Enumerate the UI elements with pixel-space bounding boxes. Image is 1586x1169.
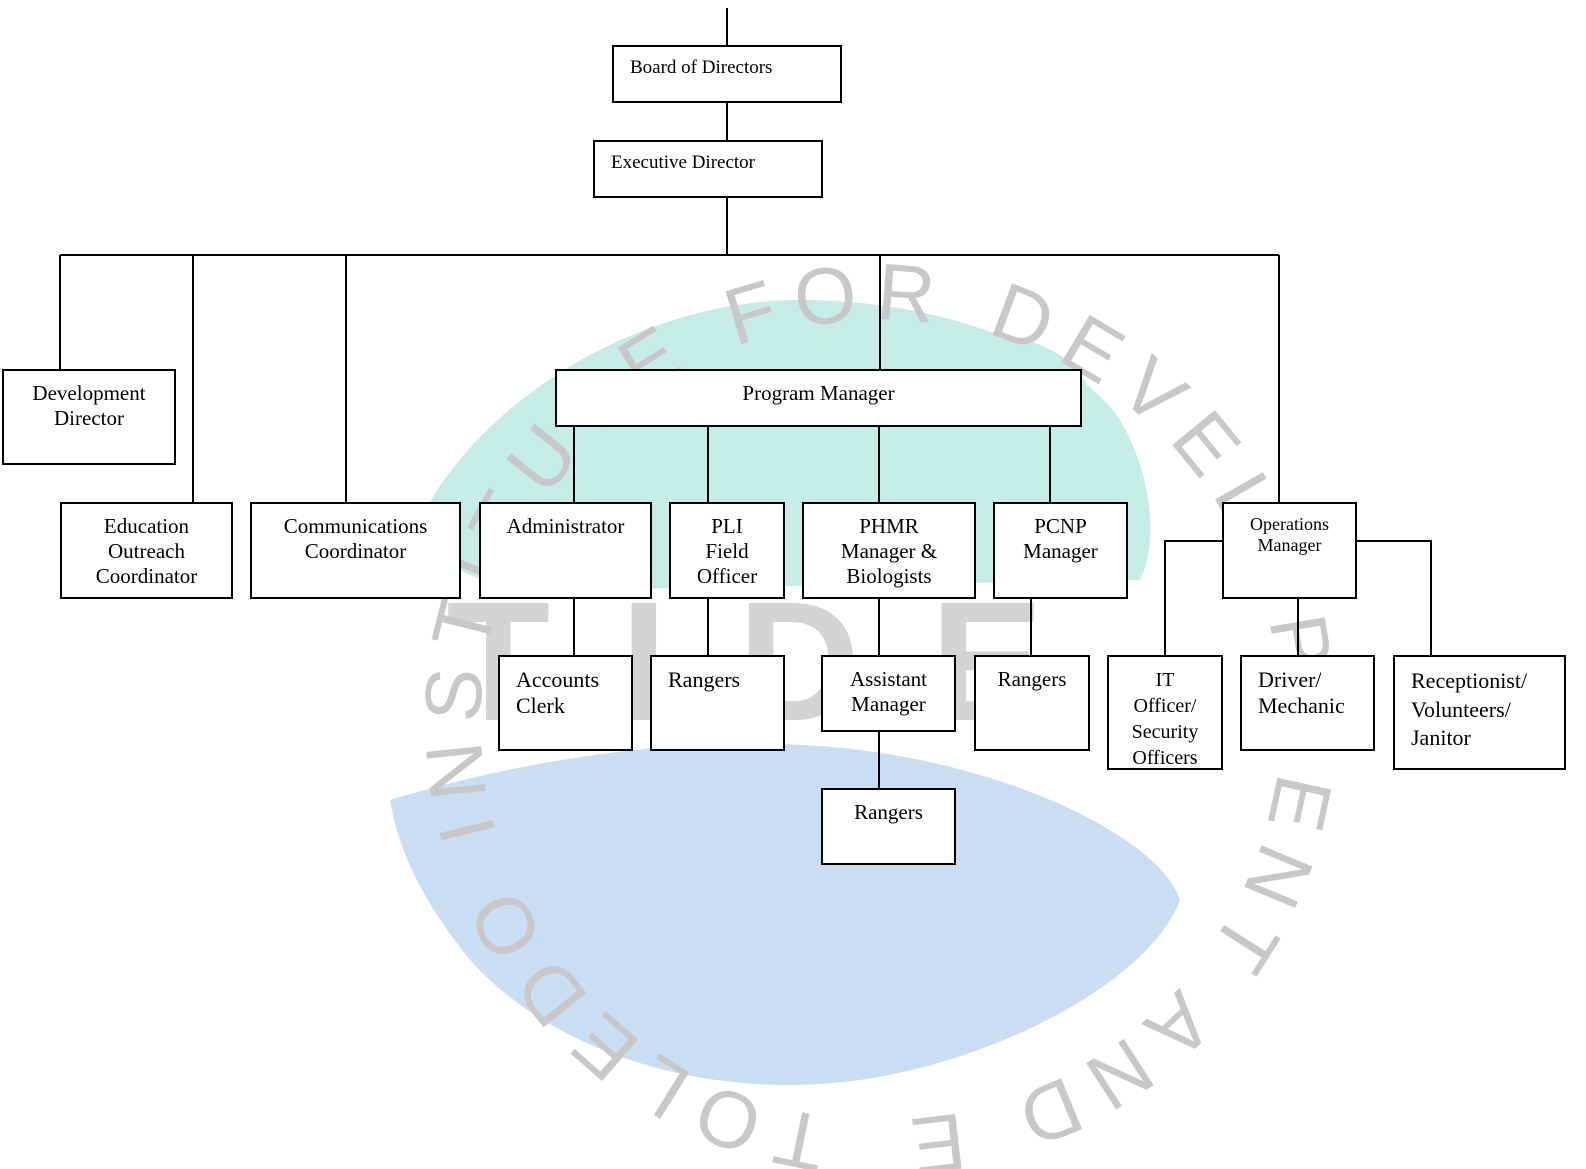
node-label: Development Director <box>32 381 146 430</box>
node-rangers-pcnp: Rangers <box>974 655 1090 751</box>
node-label: Board of Directors <box>630 57 773 78</box>
node-operations-manager: Operations Manager <box>1222 502 1357 599</box>
node-pcnp-manager: PCNP Manager <box>993 502 1128 599</box>
node-label: Education Outreach Coordinator <box>95 514 198 588</box>
connector <box>1355 540 1432 655</box>
connector <box>1164 540 1222 655</box>
node-label: Communications Coordinator <box>283 514 428 563</box>
node-phmr-manager: PHMR Manager & Biologists <box>802 502 976 599</box>
node-rangers-pli: Rangers <box>650 655 785 751</box>
node-pli-field-officer: PLI Field Officer <box>669 502 785 599</box>
node-label: Accounts Clerk <box>516 667 600 718</box>
node-driver-mechanic: Driver/ Mechanic <box>1240 655 1375 751</box>
node-administrator: Administrator <box>479 502 652 599</box>
node-board-of-directors: Board of Directors <box>612 45 842 103</box>
node-rangers-assistant: Rangers <box>821 788 956 865</box>
node-label: PLI Field Officer <box>696 514 758 588</box>
node-assistant-manager: Assistant Manager <box>821 655 956 732</box>
node-label: Rangers <box>668 667 741 692</box>
node-education-outreach-coordinator: Education Outreach Coordinator <box>60 502 233 599</box>
node-label: Executive Director <box>611 152 756 173</box>
node-label: Program Manager <box>742 381 895 405</box>
node-label: Driver/ Mechanic <box>1258 667 1345 718</box>
node-accounts-clerk: Accounts Clerk <box>498 655 633 751</box>
node-development-director: Development Director <box>2 369 176 465</box>
node-label: Administrator <box>506 514 625 538</box>
node-label: Operations Manager <box>1250 514 1329 556</box>
node-label: PHMR Manager & Biologists <box>840 514 938 588</box>
node-program-manager: Program Manager <box>555 369 1082 427</box>
node-label: Rangers <box>997 667 1067 691</box>
node-it-security-officers: IT Officer/ Security Officers <box>1107 655 1223 770</box>
node-label: Rangers <box>854 800 923 824</box>
node-executive-director: Executive Director <box>593 140 823 198</box>
node-label: PCNP Manager <box>1023 514 1098 563</box>
node-label: Assistant Manager <box>849 667 927 716</box>
node-communications-coordinator: Communications Coordinator <box>250 502 461 599</box>
node-label: IT Officer/ Security Officers <box>1131 669 1199 769</box>
node-receptionist-volunteers-janitor: Receptionist/ Volunteers/ Janitor <box>1393 655 1566 770</box>
node-label: Receptionist/ Volunteers/ Janitor <box>1411 668 1528 751</box>
